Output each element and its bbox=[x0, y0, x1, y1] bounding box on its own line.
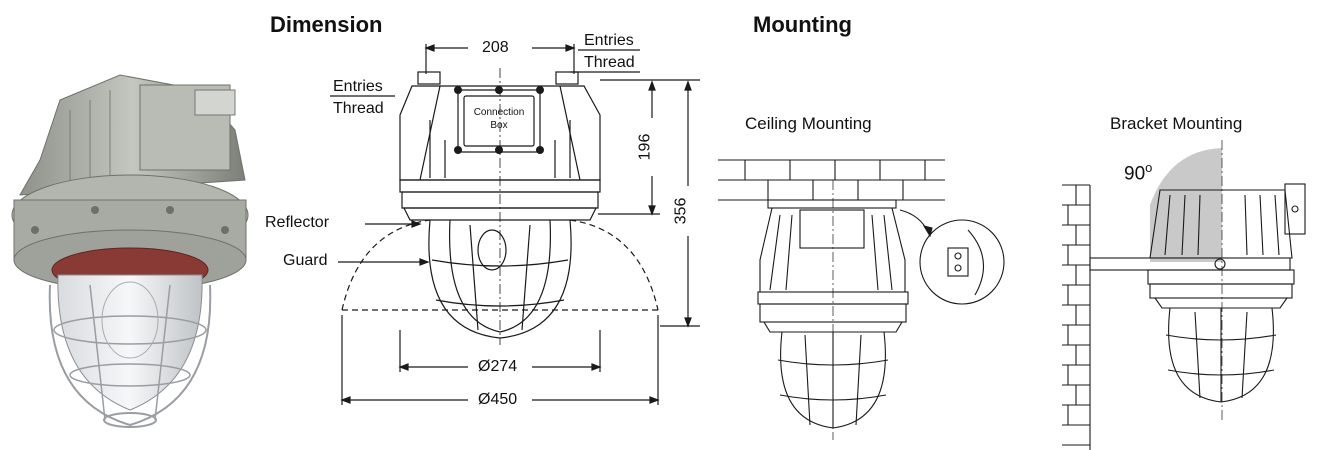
callout-guard: Guard bbox=[283, 252, 328, 269]
dim-width-top: 208 bbox=[482, 39, 509, 56]
callout-thread-right: Thread bbox=[584, 54, 635, 71]
bracket-mounting-label: Bracket Mounting bbox=[1110, 114, 1243, 133]
callout-thread-left: Thread bbox=[333, 100, 384, 117]
product-photo bbox=[11, 74, 249, 428]
angle-value: 90 bbox=[1124, 163, 1146, 185]
ceiling-mounting-label: Ceiling Mounting bbox=[745, 114, 872, 133]
dim-diameter-reflector: Ø450 bbox=[478, 391, 518, 408]
angle-unit: o bbox=[1145, 160, 1153, 175]
dimension-title: Dimension bbox=[270, 12, 383, 37]
angle-label: 90o bbox=[1124, 160, 1152, 185]
connection-box-label-line2: Box bbox=[490, 120, 507, 131]
dimension-drawing: Connection Box bbox=[330, 44, 700, 405]
callout-entries-right: Entries bbox=[584, 32, 634, 49]
callout-entries-left: Entries bbox=[333, 78, 383, 95]
mounting-title: Mounting bbox=[753, 12, 852, 37]
connection-box-label-line1: Connection bbox=[474, 107, 525, 118]
callout-reflector: Reflector bbox=[265, 214, 330, 231]
dim-diameter-guard: Ø274 bbox=[478, 358, 518, 375]
